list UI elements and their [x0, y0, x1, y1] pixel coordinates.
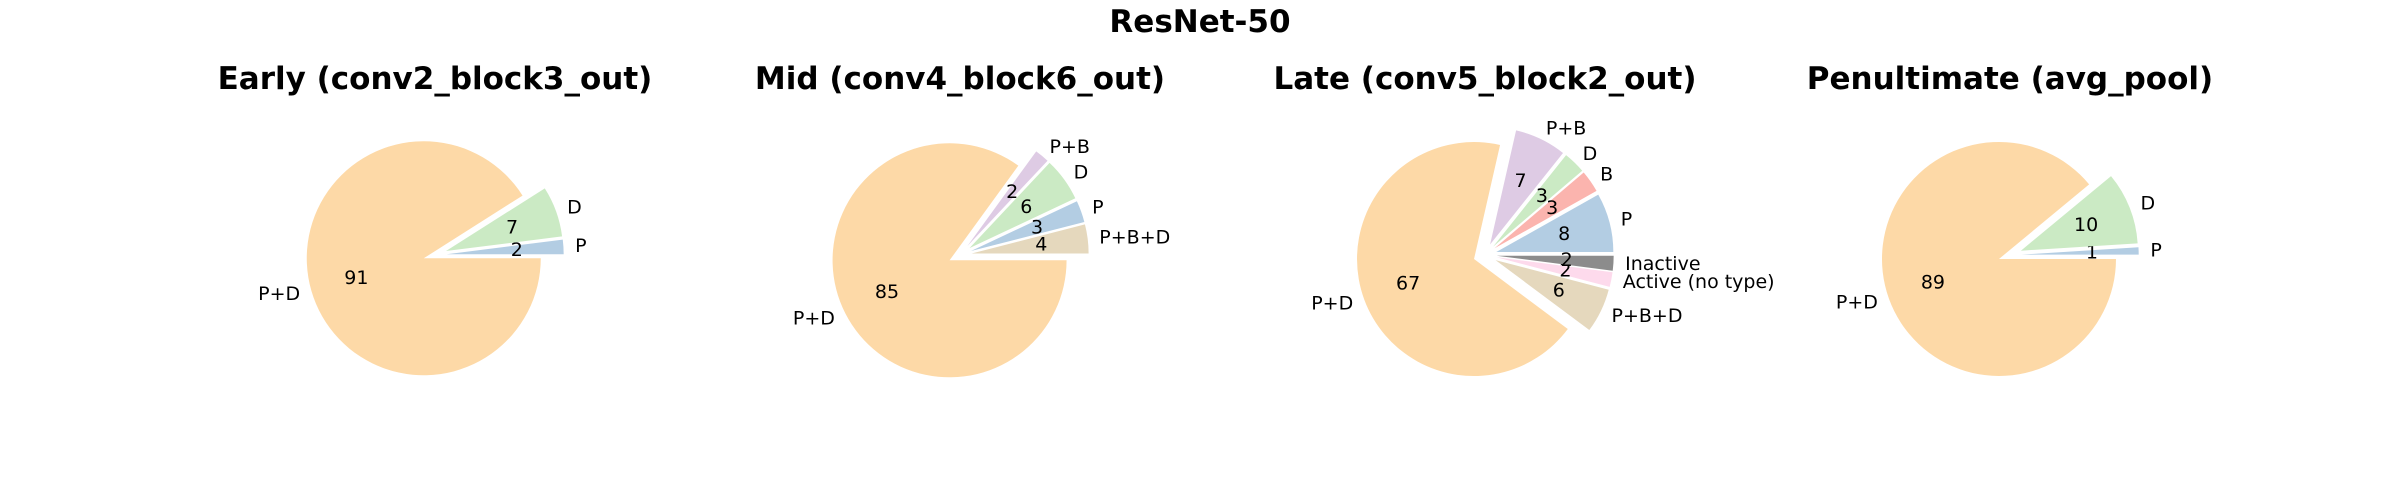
pie-category-label: Active (no type) — [1623, 271, 1775, 293]
pie-slice-p — [446, 239, 564, 255]
pie-value-label: 2 — [511, 239, 523, 261]
pie-slice-d — [2020, 176, 2138, 251]
pie-category-label: B — [1600, 164, 1613, 186]
pie-value-label: 85 — [875, 281, 899, 303]
pie-category-label: P+D — [258, 283, 300, 305]
pie-slice-d — [446, 188, 563, 252]
pie-title: Early (conv2_block3_out) — [218, 61, 653, 97]
pie-slice-p-d — [832, 143, 1067, 378]
pie-slice-p-b — [967, 151, 1048, 246]
pie-title: Penultimate (avg_pool) — [1807, 61, 2213, 97]
pie-slice-p — [971, 201, 1085, 252]
pie-slice-p-d — [1881, 141, 2116, 376]
pie-value-label: 6 — [1020, 196, 1032, 218]
pie-value-label: 7 — [1514, 170, 1526, 192]
pie-category-label: P+B — [1049, 136, 1089, 158]
pie-slice-p-b-d — [1495, 260, 1609, 331]
pie-panel: Early (conv2_block3_out) 2 P 7 D 91P+D — [218, 61, 653, 376]
pie-category-label: P — [1092, 196, 1103, 218]
pie-category-label: P — [1621, 208, 1632, 230]
pie-category-label: P — [575, 235, 586, 257]
pie-category-label: P — [2150, 240, 2161, 262]
pie-category-label: D — [1583, 143, 1598, 165]
pie-title: Late (conv5_block2_out) — [1273, 61, 1696, 97]
pie-panel: Late (conv5_block2_out) 8 P 3 B 3 D 7 P+B 67P+D 6P… — [1273, 61, 1775, 377]
pie-value-label: 2 — [1559, 260, 1571, 282]
pie-slice-active-no-type — [1496, 257, 1613, 287]
pie-category-label: P+D — [793, 308, 835, 330]
pie-slice-d — [969, 162, 1076, 249]
pie-value-label: 2 — [1561, 249, 1573, 271]
pie-value-label: 3 — [1546, 197, 1558, 219]
pie-value-label: 67 — [1396, 272, 1420, 294]
pie-slice-p-d — [306, 141, 541, 376]
pie-category-label: P+D — [1836, 292, 1878, 314]
pie-value-label: 4 — [1035, 234, 1047, 256]
pie-slice-p-b-d — [971, 224, 1089, 254]
pie-panel: Mid (conv4_block6_out) 4 P+B+D 3 P 6 D 2 P+B 85P+… — [755, 61, 1170, 378]
pie-category-label: D — [1074, 161, 1089, 183]
pie-value-label: 89 — [1921, 272, 1945, 294]
pie-value-label: 10 — [2074, 214, 2098, 236]
pie-value-label: 3 — [1536, 185, 1548, 207]
pie-value-label: 6 — [1553, 280, 1565, 302]
pie-slice-inactive — [1496, 255, 1614, 271]
pie-category-label: Inactive — [1625, 253, 1700, 275]
pie-value-label: 7 — [506, 216, 518, 238]
pie-slice-p — [1496, 194, 1614, 253]
pie-value-label: 2 — [1006, 181, 1018, 203]
pie-value-label: 3 — [1031, 216, 1043, 238]
pie-slice-b — [1494, 172, 1597, 249]
figure-title: ResNet-50 — [1109, 4, 1290, 40]
pie-panel: Penultimate (avg_pool) 1 P 10 D 89P+D — [1807, 61, 2213, 376]
pie-value-label: 8 — [1558, 223, 1570, 245]
pie-value-label: 91 — [344, 267, 368, 289]
pie-slice-p-b — [1490, 130, 1564, 245]
pie-category-label: P+B+D — [1099, 226, 1170, 248]
pie-category-label: P+B — [1546, 118, 1586, 140]
pie-slice-p — [2021, 247, 2139, 255]
pie-slice-d — [1493, 155, 1583, 247]
pie-category-label: D — [2141, 192, 2156, 214]
pie-title: Mid (conv4_block6_out) — [755, 61, 1165, 97]
pie-category-label: D — [567, 196, 582, 218]
pie-category-label: P+D — [1311, 292, 1353, 314]
pie-category-label: P+B+D — [1611, 305, 1682, 327]
pie-slice-p-d — [1357, 142, 1568, 377]
pie-value-label: 1 — [2086, 241, 2098, 263]
